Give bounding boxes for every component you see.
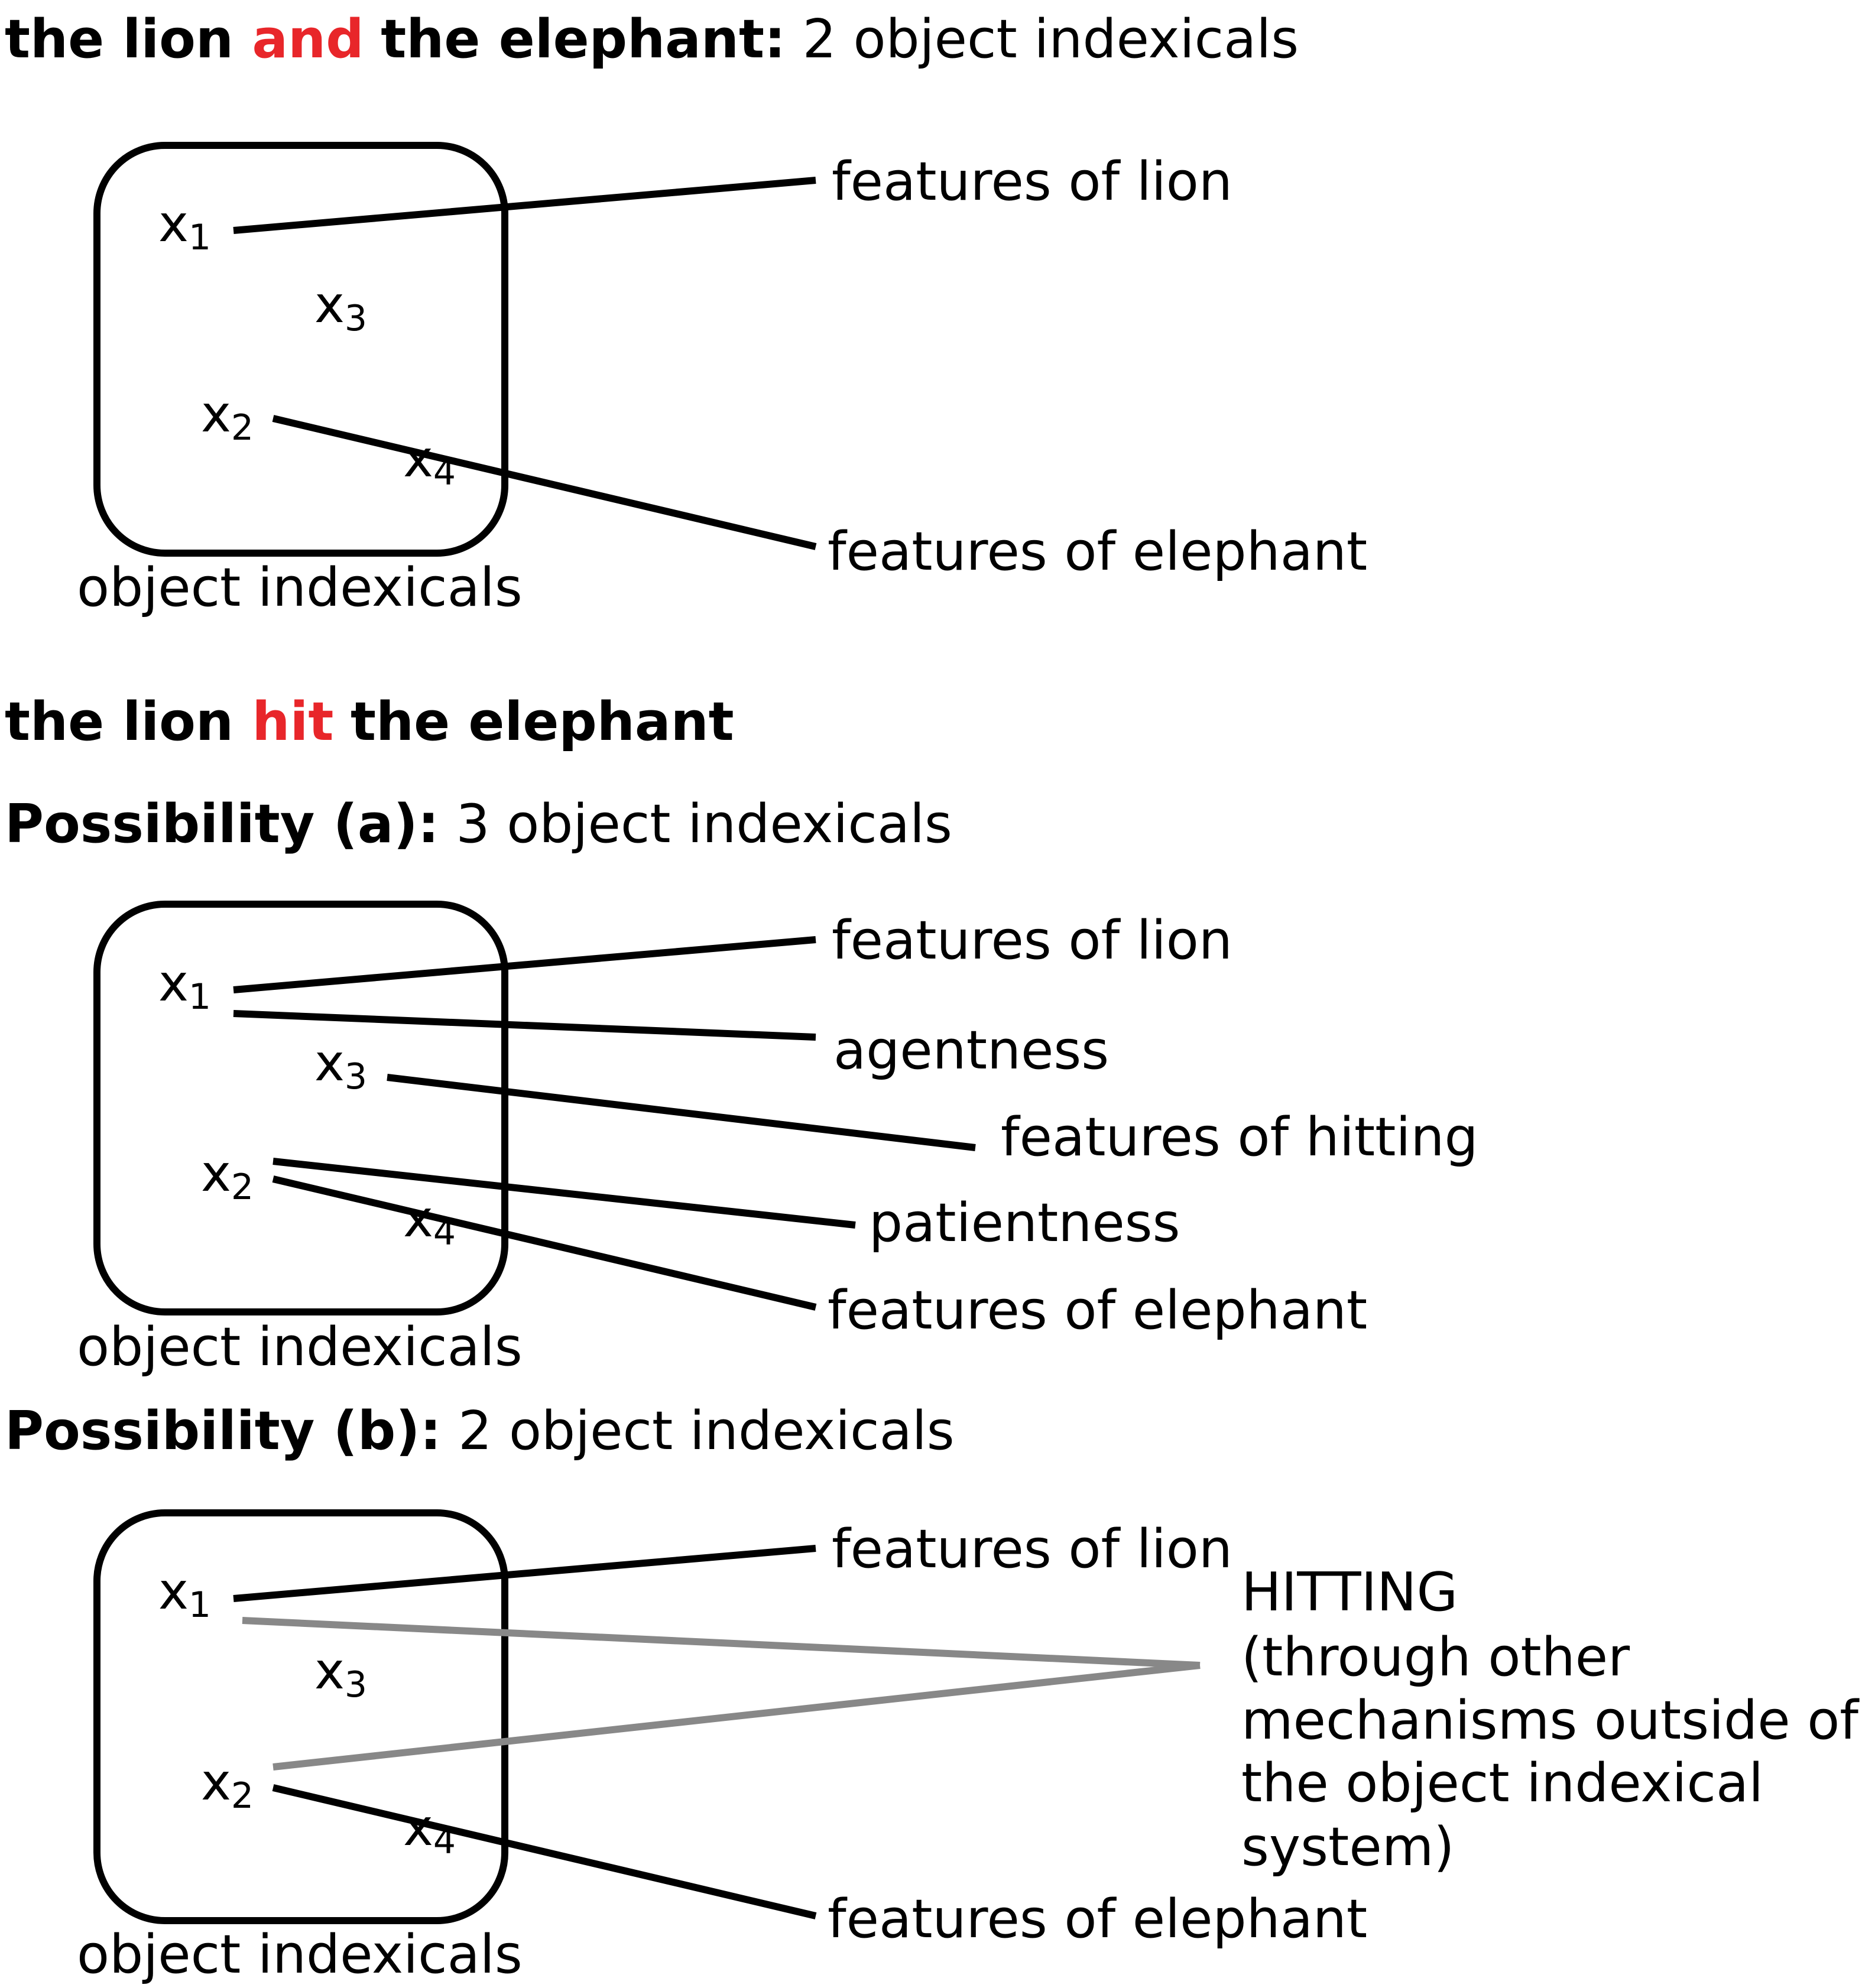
link-b-x2-hitting [273,1662,1201,1771]
var-b-x2: x2 [201,1753,254,1817]
link-a-x1-agentness [233,1010,816,1041]
var-a-x3: x3 [314,1034,367,1097]
var-a-x1: x1 [158,954,211,1018]
possibility-a-count: 3 object indexicals [456,793,952,855]
var-x1: x1 [158,194,211,258]
label-a-features-of-hitting: features of hitting [1001,1106,1478,1168]
possibility-b-count: 2 object indexicals [458,1400,955,1462]
box-label-b-object-indexicals: object indexicals [77,1924,523,1986]
label-a-patientness: patientness [869,1192,1180,1254]
heading-count: 2 object indexicals [803,8,1299,70]
var-a-x4: x4 [403,1190,456,1253]
heading-conjunction: and [252,8,364,70]
heading-hit-part-1: the lion [5,691,252,753]
link-b-x2-elephant [272,1784,817,1919]
var-x2: x2 [201,385,254,449]
heading-part-2: the elephant: [381,8,786,70]
object-indexicals-box [93,142,508,557]
heading-lion-hit-elephant: the lion hit the elephant [5,691,734,753]
link-x1-lion [233,177,816,234]
label-b-hitting-line-4: the object indexical [1241,1752,1763,1814]
label-b-features-of-lion: features of lion [832,1518,1232,1580]
label-b-hitting-line-5: system) [1241,1816,1454,1878]
label-a-features-of-elephant: features of elephant [828,1279,1367,1341]
label-b-hitting-line-1: HITTING [1241,1561,1458,1623]
label-b-hitting-line-3: mechanisms outside of [1241,1690,1860,1752]
var-x3: x3 [314,275,367,339]
link-a-x1-lion [233,936,816,993]
label-features-of-lion: features of lion [832,151,1232,213]
label-features-of-elephant: features of elephant [828,521,1367,583]
link-a-x2-patientness [273,1158,856,1229]
heading-lion-and-elephant: the lion and the elephant: 2 object inde… [5,8,1299,70]
heading-hit-part-2: the elephant [351,691,734,753]
var-x4: x4 [403,430,456,493]
section-possibility-b: Possibility (b): 2 object indexicals x1 … [5,1400,1860,1986]
heading-part-1: the lion [5,8,252,70]
link-b-x1-lion [233,1545,816,1602]
possibility-a-label: Possibility (a): [5,793,439,855]
var-a-x2: x2 [201,1144,254,1208]
box-label-a-object-indexicals: object indexicals [77,1316,523,1378]
link-a-x2-elephant [272,1175,817,1311]
box-label-object-indexicals: object indexicals [77,557,523,619]
label-a-agentness: agentness [833,1019,1109,1081]
label-b-hitting-block: HITTING (through other mechanisms outsid… [1241,1561,1860,1878]
link-x2-elephant [272,415,817,550]
var-b-x1: x1 [158,1562,211,1626]
object-indexicals-box-b [93,1509,508,1924]
label-b-hitting-line-2: (through other [1241,1626,1630,1688]
heading-hit-verb: hit [252,691,333,753]
heading-possibility-b: Possibility (b): 2 object indexicals [5,1400,955,1462]
possibility-b-label: Possibility (b): [5,1400,441,1462]
link-b-x1-hitting [242,1617,1201,1669]
label-a-features-of-lion: features of lion [832,909,1232,972]
label-b-features-of-elephant: features of elephant [828,1888,1367,1950]
var-b-x3: x3 [314,1642,367,1706]
var-b-x4: x4 [403,1798,456,1862]
section-possibility-a: Possibility (a): 3 object indexicals x1 … [5,793,1478,1378]
heading-possibility-a: Possibility (a): 3 object indexicals [5,793,952,855]
link-a-x3-hitting [387,1074,976,1151]
section-and: the lion and the elephant: 2 object inde… [5,8,1367,619]
object-indexicals-box-a [93,901,508,1315]
